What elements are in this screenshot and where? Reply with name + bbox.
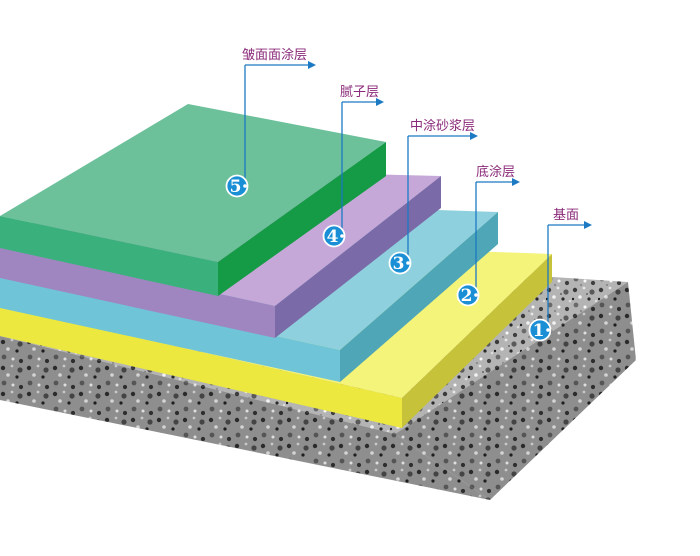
leader-dot [243,184,247,188]
number-badge [528,318,552,342]
arrow-right-icon [376,98,384,106]
layer-number: 2 [461,286,473,306]
layer-label: 皱面面涂层 [242,47,307,63]
number-badge [225,174,249,198]
layer-number: 4 [327,227,339,247]
callout-blue-mortar: 中涂砂浆层 3 [388,118,478,275]
putty-right [275,176,441,338]
layer-label: 底涂层 [476,164,515,180]
arrow-right-icon [470,132,478,140]
layer-number: 3 [393,254,405,274]
callout-granite-substrate: 基面 1 [528,208,592,342]
primer-front [0,306,402,428]
number-badge [322,224,346,248]
arrow-right-icon [584,221,592,229]
layer-label: 基面 [553,208,579,223]
number-badge [388,251,412,275]
topcoat-top [0,104,386,262]
leader-dot [406,261,410,265]
layer-topcoat [0,104,386,296]
layer-number: 1 [533,321,545,341]
callouts: 基面 1 底涂层 2 中涂砂浆层 3 腻子层 4 皱面面涂层 5 [225,47,592,342]
layer-label: 中涂砂浆层 [410,118,475,134]
mortar-right [340,212,498,382]
primer-right [402,254,552,428]
topcoat-front [0,216,218,296]
arrow-right-icon [308,61,316,69]
leader-dot [340,234,344,238]
substrate-right [395,282,636,500]
putty-front [0,246,275,338]
callout-purple-putty: 腻子层 4 [322,85,384,248]
substrate-front [0,336,490,500]
callout-green-topcoat: 皱面面涂层 5 [225,47,316,198]
number-badge [456,283,480,307]
callout-yellow-primer: 底涂层 2 [456,164,520,307]
layer-label: 腻子层 [340,85,379,100]
layer-number: 5 [230,177,242,197]
leader-dot [474,293,478,297]
topcoat-right [218,142,386,296]
mortar-front [0,276,340,382]
leader-dot [546,328,550,332]
arrow-right-icon [512,178,520,186]
